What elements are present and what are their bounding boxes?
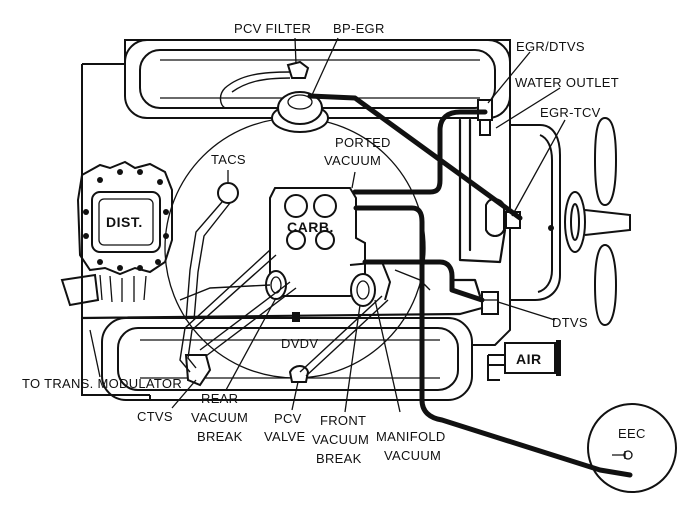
- label-rear: REAR: [201, 391, 238, 406]
- front-vacuum-break: [349, 260, 392, 307]
- label-front: FRONT: [320, 413, 366, 428]
- label-rear-break: BREAK: [197, 429, 243, 444]
- label-front-vacuum: VACUUM: [312, 432, 369, 447]
- pcv-valve: [288, 365, 310, 383]
- label-water-outlet: WATER OUTLET: [515, 75, 619, 90]
- bp-egr-valve: [271, 91, 329, 133]
- pcv-filter: [219, 60, 310, 109]
- water-pump-fan: [510, 116, 631, 327]
- labels: PCV FILTER BP-EGR EGR/DTVS WATER OUTLET …: [22, 21, 646, 466]
- label-pcv: PCV: [274, 411, 302, 426]
- label-front-break: BREAK: [316, 451, 362, 466]
- label-dvdv: DVDV: [281, 336, 318, 351]
- egr-dtvs-valve: [477, 99, 493, 136]
- label-valve: VALVE: [264, 429, 306, 444]
- dvdv-valve: [292, 312, 300, 322]
- vacuum-hoses: [80, 93, 633, 478]
- dtvs-valve: [481, 291, 499, 315]
- label-to-trans-modulator: TO TRANS. MODULATOR: [22, 376, 182, 391]
- thin-tubes: [179, 249, 431, 377]
- tacs-sensor: [185, 182, 239, 321]
- label-egr-tcv: EGR-TCV: [540, 105, 601, 120]
- distributor: [60, 160, 173, 307]
- label-bp-egr: BP-EGR: [333, 21, 385, 36]
- label-ported: PORTED: [335, 135, 391, 150]
- label-dist: DIST.: [106, 214, 143, 230]
- eec-canister: [587, 403, 677, 493]
- label-pcv-filter: PCV FILTER: [234, 21, 311, 36]
- label-carb: CARB.: [287, 219, 334, 235]
- label-manifold-vacuum: VACUUM: [384, 448, 441, 463]
- air-valve: [487, 340, 561, 381]
- label-eec: EEC: [618, 426, 646, 441]
- label-rear-vacuum: VACUUM: [191, 410, 248, 425]
- label-manifold: MANIFOLD: [376, 429, 446, 444]
- label-tacs: TACS: [211, 152, 246, 167]
- label-dtvs: DTVS: [552, 315, 588, 330]
- label-ctvs: CTVS: [137, 409, 173, 424]
- leader-lines: [89, 37, 566, 413]
- label-egr-dtvs: EGR/DTVS: [516, 39, 585, 54]
- label-air: AIR: [516, 351, 542, 367]
- label-vacuum: VACUUM: [324, 153, 381, 168]
